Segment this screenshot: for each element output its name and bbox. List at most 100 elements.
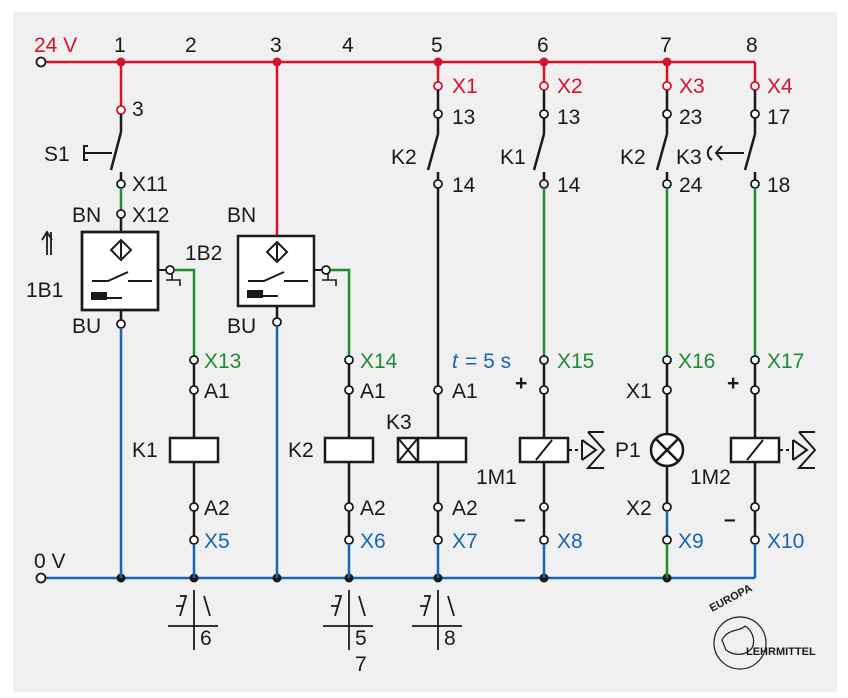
terminal-x5: X5 — [204, 530, 230, 553]
k2-contact-23: 23 — [679, 106, 702, 129]
k2-contact7-label: K2 — [620, 146, 646, 169]
column-2: X13 A1 K1 A2 X5 — [132, 350, 241, 578]
valve-1m1-icon — [585, 431, 606, 469]
column-5: X1 13 K2 14 t = 5 s A1 K3 A2 X7 — [386, 62, 511, 578]
terminal-x2: X2 — [557, 75, 583, 98]
proximity-symbol-icon — [109, 238, 133, 262]
k2-a1: A1 — [360, 380, 386, 403]
k2-contact-13: 13 — [452, 106, 475, 129]
col-2: 2 — [185, 34, 197, 57]
col-8: 8 — [746, 34, 758, 57]
1m1-label: 1M1 — [476, 466, 517, 489]
1b1-bu: BU — [72, 315, 101, 338]
k3-a2: A2 — [452, 497, 478, 520]
1b2-label: 1B2 — [185, 242, 222, 265]
k1-contact-14: 14 — [557, 174, 581, 197]
k2-coil — [323, 436, 375, 464]
rail-24v-terminal — [35, 56, 47, 68]
1b2-bu: BU — [227, 315, 256, 338]
column-7: X3 23 K2 24 X16 X1 P1 X2 X9 — [615, 62, 715, 578]
rail-0v-terminal — [35, 572, 47, 584]
1m1-minus: – — [514, 508, 526, 531]
column-3: BN BU — [227, 62, 351, 578]
1m2-plus: + — [727, 372, 739, 395]
col-7: 7 — [660, 34, 672, 57]
terminal-x13: X13 — [204, 350, 241, 373]
column-1: 3 S1 X11 BN X12 1B1 1B2 BU — [26, 62, 222, 578]
1m2-minus: – — [724, 508, 736, 531]
1m1-plus: + — [515, 372, 527, 395]
ref-k2a: 5 — [355, 627, 367, 650]
terminal-x3: X3 — [679, 75, 705, 98]
pushbutton-actuator-icon — [83, 145, 112, 161]
col-4: 4 — [342, 34, 354, 57]
terminal-3: 3 — [132, 98, 144, 121]
k1-contact-13: 13 — [557, 106, 580, 129]
ref-k3: 8 — [444, 627, 456, 650]
globe-icon — [721, 625, 755, 655]
proximity-symbol-icon-2 — [265, 240, 289, 264]
terminal-x4: X4 — [767, 75, 793, 98]
col-1: 1 — [114, 34, 126, 57]
k2-contact-24: 24 — [679, 174, 703, 197]
k3-label: K3 — [386, 411, 412, 434]
column-4: X14 A1 K2 A2 X6 — [288, 350, 398, 578]
col-5: 5 — [431, 34, 443, 57]
s1-contact — [109, 131, 123, 171]
p1-label: P1 — [615, 439, 641, 462]
k3-contact-17: 17 — [767, 106, 790, 129]
contact-ref-k1 — [168, 590, 218, 650]
logo-bottom: LEHRMITTEL — [746, 646, 816, 658]
terminal-x15: X15 — [557, 350, 594, 373]
k1-label: K1 — [132, 439, 158, 462]
terminal-x11: X11 — [132, 173, 168, 196]
k2-contact-7 — [655, 133, 669, 171]
k2-contact-5 — [426, 133, 440, 171]
1b1-label: 1B1 — [26, 279, 63, 302]
timer-value: = 5 s — [465, 350, 511, 373]
1b2-bn: BN — [227, 204, 256, 227]
k2-contact-label: K2 — [391, 146, 417, 169]
k1-contact-6 — [532, 133, 546, 171]
k3-contact-label: K3 — [676, 146, 702, 169]
ref-k2b: 7 — [355, 653, 367, 676]
terminal-x1: X1 — [452, 75, 478, 98]
k2-contact-14: 14 — [452, 174, 476, 197]
k2-a2: A2 — [360, 497, 386, 520]
arrow-up-icon — [41, 230, 53, 255]
terminal-x7: X7 — [452, 530, 478, 553]
k3-coil — [396, 436, 468, 464]
k3-a1: A1 — [452, 380, 478, 403]
column-6: X2 13 K1 14 X15 + 1M1 – X8 — [476, 62, 606, 578]
column-8: X4 17 K3 18 X17 + 1M2 – X10 — [676, 62, 817, 578]
k1-contact-label: K1 — [500, 146, 526, 169]
contact-ref-k3 — [412, 590, 462, 650]
terminal-x8: X8 — [557, 530, 583, 553]
terminal-x10: X10 — [767, 530, 804, 553]
k3-contact-8 — [743, 133, 757, 171]
label-0v: 0 V — [34, 550, 66, 573]
k1-a2: A2 — [204, 497, 230, 520]
terminal-x17: X17 — [767, 350, 804, 373]
col-3: 3 — [270, 34, 282, 57]
valve-1m2-icon — [796, 431, 817, 469]
s1-label: S1 — [44, 143, 70, 166]
k2-label: K2 — [288, 439, 314, 462]
k1-coil — [168, 436, 220, 464]
k1-a1: A1 — [204, 380, 230, 403]
delay-arrow-icon — [714, 145, 744, 161]
p1-x2: X2 — [626, 497, 652, 520]
k3-contact-18: 18 — [767, 174, 790, 197]
terminal-x6: X6 — [360, 530, 386, 553]
label-24v: 24 V — [34, 34, 77, 57]
1b1-bn: BN — [72, 204, 101, 227]
terminal-x9: X9 — [678, 530, 704, 553]
p1-x1: X1 — [626, 380, 652, 403]
terminal-x12: X12 — [132, 204, 169, 227]
1m2-label: 1M2 — [690, 466, 731, 489]
terminal-x14: X14 — [360, 350, 398, 373]
contact-ref-k2 — [323, 590, 373, 650]
ref-k1: 6 — [200, 627, 212, 650]
